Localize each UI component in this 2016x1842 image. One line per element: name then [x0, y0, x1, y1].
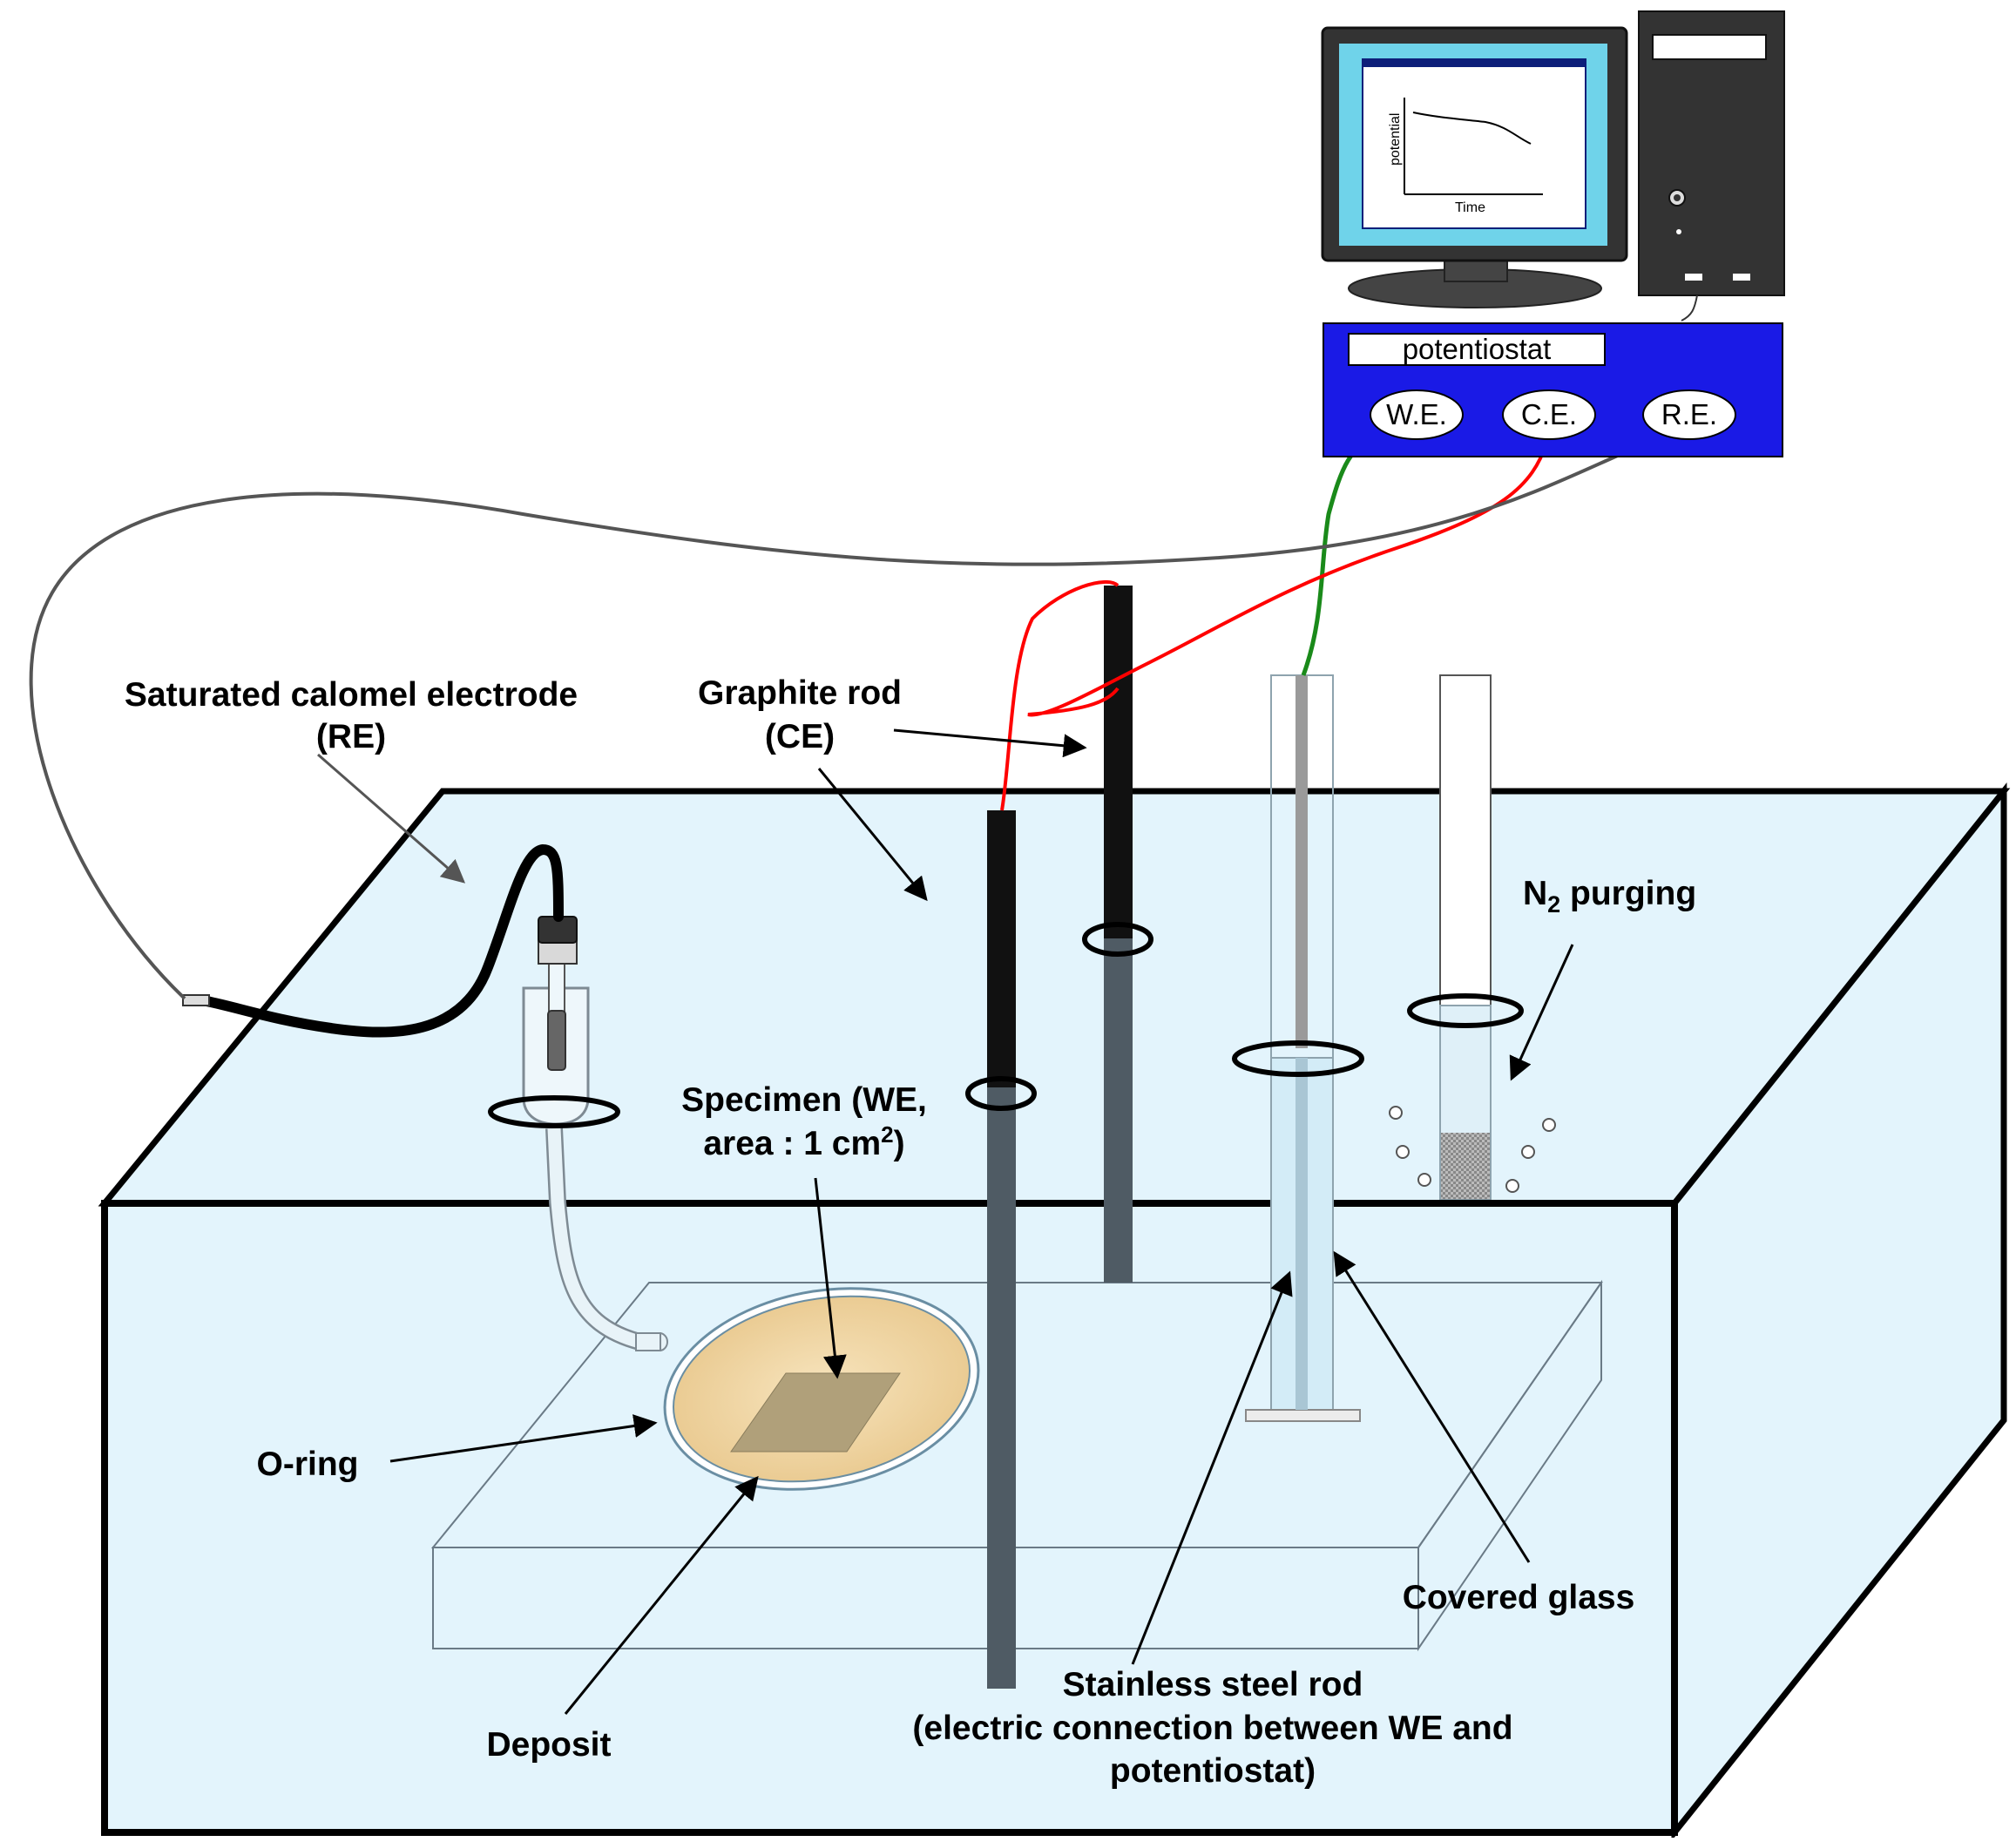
desktop-computer-icon [1638, 10, 1785, 322]
graphite-rod-back [1082, 586, 1153, 1283]
label-n2-rest: purging [1560, 875, 1696, 912]
calomel-electrode [182, 843, 668, 1351]
arrow-sce [317, 753, 466, 884]
wire-ce [1027, 439, 1549, 717]
potentiostat-title: potentiostat [1403, 333, 1552, 365]
label-n2-main: N [1523, 875, 1547, 912]
label-covered-glass: Covered glass [1403, 1579, 1635, 1616]
label-ss-line3: potentiostat) [1110, 1752, 1316, 1790]
port-ce-label: C.E. [1521, 398, 1577, 430]
label-ss-line1: Stainless steel rod [1063, 1666, 1363, 1703]
glass-holder-ring [1232, 1040, 1364, 1077]
n2-purging-tube [1407, 674, 1524, 1200]
port-ce [1502, 389, 1596, 440]
port-re [1642, 389, 1736, 440]
label-ss-line2: (electric connection between WE and [912, 1710, 1512, 1747]
arrow-oring [389, 1414, 658, 1463]
specimen-we [730, 1372, 901, 1453]
labels: Saturated calomel electrode (RE) Graphit… [125, 674, 1696, 1790]
sce-holder-ring [488, 1095, 620, 1128]
wire-ce-front [1000, 580, 1120, 811]
label-n2-purging: N2 purging [1523, 875, 1696, 918]
tank [98, 782, 2011, 1841]
arrow-specimen [814, 1177, 847, 1379]
label-graphite-line1: Graphite rod [698, 674, 902, 712]
label-specimen-sup: 2 [881, 1121, 893, 1148]
gas-bubbles [1389, 1106, 1556, 1193]
arrow-graphite-1 [893, 728, 1087, 758]
potentiostat: potentiostat W.E. C.E. R.E. [1323, 322, 1783, 457]
arrow-graphite-2 [817, 768, 928, 902]
label-sce-line1: Saturated calomel electrode [125, 676, 578, 714]
stainless-steel-rod [1296, 675, 1308, 1410]
port-re-label: R.E. [1661, 398, 1717, 430]
port-we-label: W.E. [1386, 398, 1447, 430]
monitor-xlabel: Time [1455, 200, 1485, 215]
monitor-ylabel: potential [1388, 113, 1403, 166]
monitor-icon: potential Time [1321, 26, 1628, 308]
label-oring: O-ring [257, 1446, 359, 1483]
graphite-rod-front [965, 810, 1037, 1689]
callout-arrows [317, 728, 1574, 1715]
wire-we [1301, 433, 1382, 676]
arrow-covered-glass [1333, 1250, 1531, 1563]
label-n2-sub: 2 [1547, 891, 1560, 918]
label-graphite-line2: (CE) [765, 718, 835, 755]
arrow-n2 [1509, 944, 1574, 1081]
arrow-ss-rod [1131, 1270, 1293, 1665]
label-specimen-line2: area : 1 cm2) [703, 1121, 904, 1162]
label-specimen-line1: Specimen (WE, [681, 1081, 927, 1119]
label-specimen-close: ) [894, 1125, 905, 1162]
tank-top-face [98, 788, 2011, 1207]
specimen-holder [430, 1279, 1603, 1652]
arrow-deposit [564, 1475, 759, 1715]
label-specimen-area: area : 1 cm [703, 1125, 881, 1162]
label-sce-line2: (RE) [316, 718, 386, 755]
port-we [1370, 389, 1464, 440]
label-deposit: Deposit [486, 1726, 611, 1764]
wire-re [29, 432, 1672, 1000]
